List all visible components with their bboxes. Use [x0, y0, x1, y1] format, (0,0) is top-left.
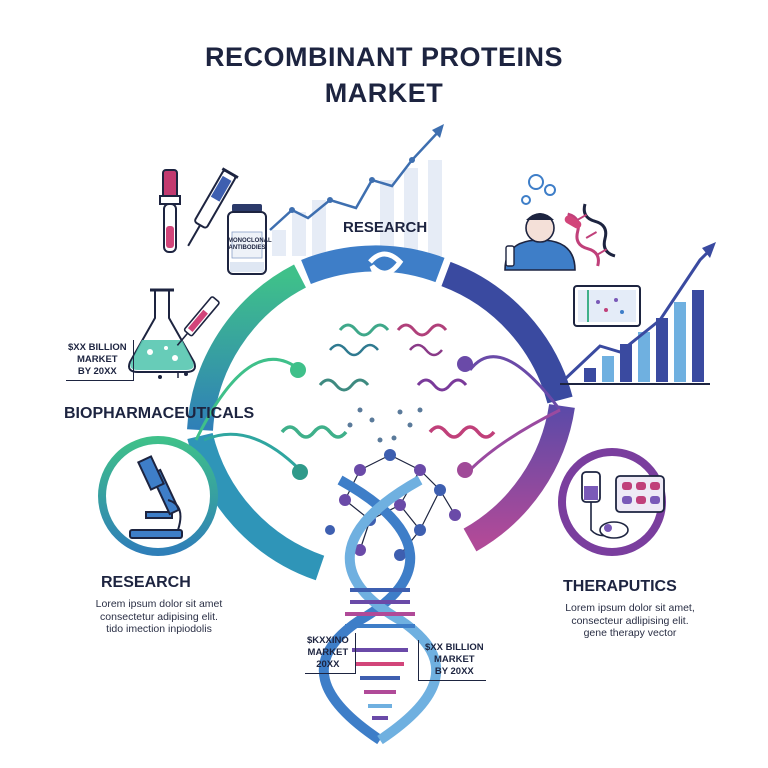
central-ring: [187, 245, 575, 581]
market-stat-left-year: BY 20XX: [77, 366, 117, 377]
page-title: RECOMBINANT PROTEINS: [204, 42, 563, 72]
therapeutics-description-line2: consecteur adlipising elit.: [571, 614, 689, 627]
growth-chart-icon: [269, 124, 444, 256]
market-stat-left-value: $XX BILLION: [68, 342, 127, 353]
syringe-icon: [187, 167, 239, 247]
page-title-line2: MARKET: [324, 78, 444, 108]
research-description-line1: Lorem ipsum dolor sit amet: [95, 598, 223, 610]
microscope-icon: [98, 436, 218, 556]
pills-icon: [599, 475, 665, 539]
market-stat-bottom-b-label: MARKET: [433, 654, 475, 665]
therapeutics-heading: THERAPUTICS: [563, 578, 677, 595]
market-stat-left: $XX BILLION MARKET BY 20XX: [66, 340, 134, 381]
research-description-line3: tido imection inpiodolis: [106, 623, 212, 635]
research-description: Lorem ipsum dolor sit amet consectetur a…: [92, 598, 226, 636]
market-stat-left-label: MARKET: [76, 354, 118, 365]
flask-icon: [128, 288, 220, 379]
research-description-line2: consectetur adipising elit.: [100, 610, 218, 623]
therapeutics-description-line1: Lorem ipsum dolor sit amet,: [565, 602, 695, 614]
research-bottom-heading: RESEARCH: [101, 574, 191, 591]
market-stat-bottom-a-year: 20XX: [316, 659, 340, 670]
scientist-icon: [504, 174, 616, 271]
therapeutics-description-line3: gene therapy vector: [583, 627, 677, 639]
market-stat-bottom-b: $XX BILLION MARKET BY 20XX: [418, 640, 486, 681]
market-stat-bottom-b-year: BY 20XX: [434, 666, 474, 677]
dna-icon: [318, 475, 442, 745]
vial-icon: [227, 204, 267, 275]
market-stat-bottom-a: $KXXINO MARKET 20XX: [305, 633, 356, 674]
research-top-heading: RESEARCH: [343, 219, 428, 236]
market-stat-bottom-b-value: $XX BILLION: [425, 642, 484, 653]
protein-helices: [280, 323, 496, 443]
market-stat-bottom-a-label: MARKET: [307, 647, 349, 658]
vial-label-line1: MONOCLONAL: [228, 238, 272, 244]
market-stat-bottom-a-value: $KXXINO: [307, 635, 349, 646]
biopharmaceuticals-heading: BIOPHARMACEUTICALS: [64, 405, 255, 422]
vial-label: MONOCLONAL ANTIBODIES: [228, 238, 272, 252]
therapeutics-description: Lorem ipsum dolor sit amet, consecteur a…: [560, 602, 700, 640]
molecule-cluster: [325, 449, 461, 561]
pipette-icon: [159, 169, 181, 253]
vial-label-line2: ANTIBODIES: [228, 245, 266, 251]
market-growth-chart-icon: [560, 242, 716, 385]
